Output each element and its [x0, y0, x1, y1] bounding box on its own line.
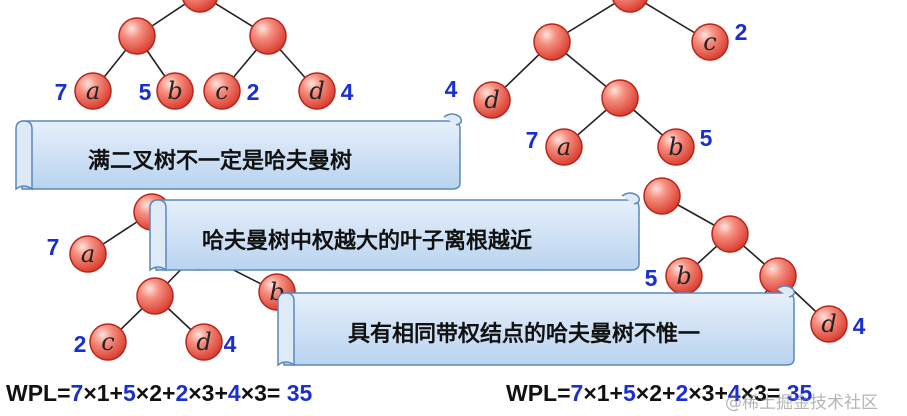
- callout-text-2: 哈夫曼树中权越大的叶子离根越近: [202, 229, 533, 254]
- wpl-term: ×2+: [135, 380, 176, 406]
- scroll-shape: [277, 285, 796, 367]
- leaf-node: [156, 72, 194, 110]
- wpl-weight: 5: [622, 380, 636, 406]
- scroll-shape: [15, 113, 462, 191]
- leaf-letter: c: [101, 328, 114, 356]
- leaf-letter: b: [167, 77, 182, 105]
- internal-node: [601, 79, 639, 117]
- wpl-term: ×1+: [83, 380, 123, 406]
- wpl-term: ×2+: [635, 380, 676, 406]
- leaf-weight-label: 7: [55, 79, 68, 105]
- scroll-shape: [149, 192, 641, 272]
- wpl-weight: 2: [675, 380, 689, 406]
- internal-node: [711, 215, 749, 253]
- leaf-letter: b: [668, 133, 683, 161]
- leaf-node: [298, 72, 336, 110]
- leaf-letter: d: [196, 328, 211, 356]
- leaf-weight-label: 7: [526, 127, 539, 153]
- leaf-letter: a: [557, 133, 571, 161]
- internal-node: [136, 277, 174, 315]
- wpl-prefix: WPL=: [506, 380, 571, 406]
- leaf-weight-label: 7: [47, 234, 60, 260]
- wpl-weight: 7: [70, 380, 84, 406]
- wpl-term: ×1+: [583, 380, 623, 406]
- leaf-node: [185, 323, 223, 361]
- leaf-weight-label: 2: [735, 19, 748, 45]
- leaf-letter: d: [484, 86, 499, 114]
- internal-node: [643, 177, 681, 215]
- callout-scroll-2: 哈夫曼树中权越大的叶子离根越近: [146, 192, 641, 272]
- leaf-weight-label: 5: [139, 79, 152, 105]
- wpl-formula-right: WPL=7×1+5×2+2×3+4×3= 35: [506, 380, 812, 407]
- leaf-letter: a: [86, 77, 100, 105]
- leaf-node: [203, 72, 241, 110]
- callout-text-1: 满二叉树不一定是哈夫曼树: [88, 149, 353, 174]
- leaf-letter: c: [703, 28, 716, 56]
- wpl-weight: 4: [727, 380, 741, 406]
- leaf-node: [691, 23, 729, 61]
- wpl-prefix: WPL=: [6, 380, 71, 406]
- wpl-weight: 7: [570, 380, 584, 406]
- leaf-weights: 7 5 2 4 2 4 7 5 7 2 4 5 4: [47, 19, 866, 357]
- wpl-result: 35: [786, 380, 813, 406]
- leaf-weight-label: 5: [700, 125, 713, 151]
- leaf-node: [545, 128, 583, 166]
- leaf-weight-label: 4: [445, 76, 458, 102]
- leaf-node: [69, 235, 107, 273]
- internal-node: [182, 0, 218, 13]
- watermark-text: @稀土掘金技术社区: [725, 393, 878, 413]
- leaf-node: [473, 81, 511, 119]
- callout-text-3: 具有相同带权结点的哈夫曼树不惟一: [348, 322, 701, 347]
- leaf-letter: c: [215, 77, 228, 105]
- internal-node: [612, 0, 648, 13]
- wpl-weight: 4: [227, 380, 241, 406]
- wpl-formula-left: WPL=7×1+5×2+2×3+4×3= 35: [6, 380, 312, 407]
- leaf-node: [74, 72, 112, 110]
- leaf-letter: b: [676, 262, 691, 290]
- wpl-term: ×3+: [688, 380, 728, 406]
- leaf-weight-label: 4: [341, 79, 354, 105]
- wpl-weight: 5: [122, 380, 136, 406]
- callout-scroll-1: 满二叉树不一定是哈夫曼树: [12, 113, 462, 193]
- leaf-node: [657, 128, 695, 166]
- wpl-term: ×3=: [240, 380, 281, 406]
- callout-scroll-3: 具有相同带权结点的哈夫曼树不惟一: [274, 283, 796, 367]
- leaf-letter: d: [309, 77, 324, 105]
- leaf-weight-label: 2: [247, 79, 260, 105]
- wpl-weight: 2: [175, 380, 189, 406]
- wpl-term: ×3=: [740, 380, 781, 406]
- wpl-term: ×3+: [188, 380, 228, 406]
- leaf-weight-label: 5: [645, 265, 658, 291]
- leaf-letter: a: [81, 240, 95, 268]
- leaf-weight-label: 2: [74, 331, 87, 357]
- leaf-node: [810, 305, 848, 343]
- leaf-weight-label: 4: [853, 313, 866, 339]
- leaf-weight-label: 4: [224, 331, 237, 357]
- leaf-letter: d: [821, 310, 836, 338]
- wpl-result: 35: [286, 380, 313, 406]
- internal-node: [533, 23, 571, 61]
- leaf-node: [89, 323, 127, 361]
- internal-node: [118, 17, 156, 55]
- internal-node: [249, 17, 287, 55]
